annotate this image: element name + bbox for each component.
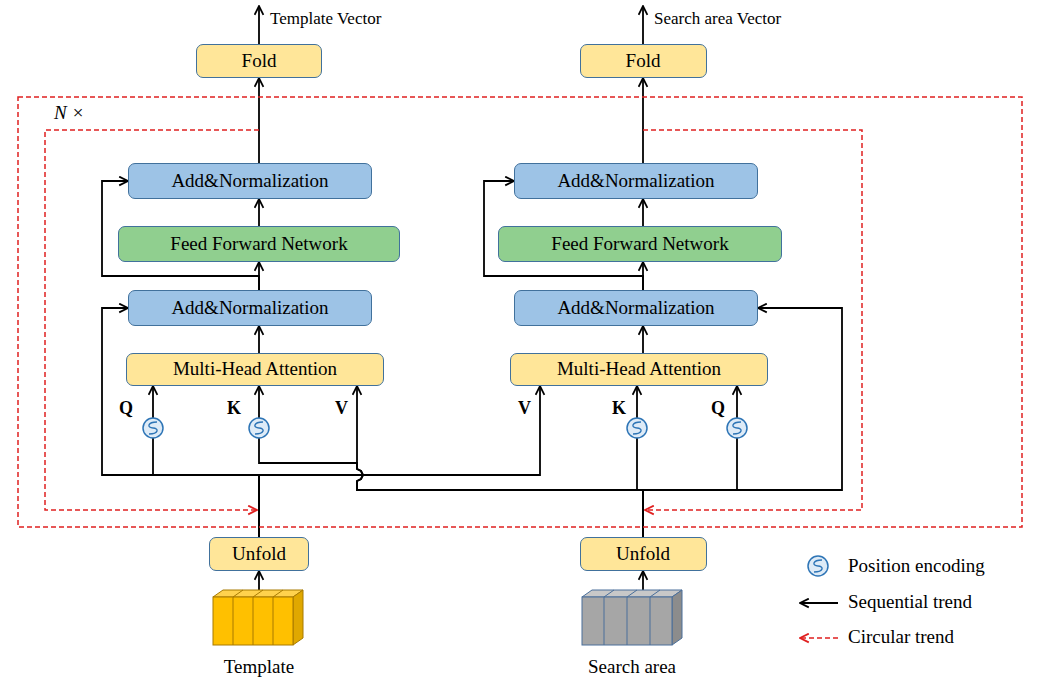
- position-encoding-symbol: [249, 418, 269, 438]
- unfold-box: Unfold: [209, 537, 309, 571]
- connector-branch: [258, 571, 260, 590]
- legend-sequential-sample: [800, 602, 838, 604]
- output-arrow: [642, 6, 644, 44]
- search-area-feature-map: [582, 590, 682, 645]
- node-text: Fold: [242, 51, 277, 72]
- add-norm-box: Add&Normalization: [514, 163, 758, 199]
- connector-branch: [643, 386, 737, 537]
- connector-branch: [258, 326, 260, 353]
- legend-circular-sample: [800, 637, 838, 639]
- connector-branch: [642, 199, 644, 226]
- legend-position-encoding-sample: [808, 556, 828, 576]
- input-letter: K: [612, 398, 626, 419]
- legend-text: Position encoding: [848, 555, 985, 577]
- fold-box: Fold: [580, 44, 707, 78]
- attention-box: Multi-Head Attention: [126, 353, 384, 386]
- connector: [643, 326, 644, 353]
- input-letter: Q: [119, 398, 133, 419]
- connector: [259, 78, 260, 163]
- connector-branch: [258, 199, 260, 226]
- connector: [102, 308, 259, 537]
- connector: [259, 199, 260, 226]
- connector: [643, 571, 644, 590]
- connector: [259, 386, 643, 537]
- connector: [259, 326, 260, 353]
- unfold-box: Unfold: [580, 537, 707, 571]
- connector: [259, 386, 540, 537]
- node-text: Feed Forward Network: [551, 234, 728, 255]
- connector: [153, 386, 259, 537]
- connector: [637, 386, 737, 537]
- add-norm-box: Add&Normalization: [128, 163, 372, 199]
- connector: [259, 571, 260, 590]
- node-text: Search area: [588, 657, 676, 678]
- legend-text: Sequential trend: [848, 591, 972, 613]
- connector: [643, 78, 644, 163]
- node-text: Feed Forward Network: [170, 234, 347, 255]
- input-letter: V: [335, 398, 348, 419]
- add-norm-box: Add&Normalization: [128, 290, 372, 326]
- position-encoding-symbol: [143, 418, 163, 438]
- node-text: Fold: [626, 51, 661, 72]
- add-norm-box: Add&Normalization: [514, 290, 758, 326]
- connector-branch: [259, 386, 540, 537]
- node-text: Template: [224, 657, 294, 678]
- input-letter: V: [518, 398, 531, 419]
- input-letter: K: [227, 398, 241, 419]
- node-text: Add&Normalization: [557, 171, 714, 192]
- repeat-count: N ×: [54, 102, 84, 124]
- connector-branch: [643, 308, 842, 537]
- output-arrow: [258, 6, 260, 44]
- node-text: Add&Normalization: [557, 298, 714, 319]
- output-label: Template Vector: [270, 9, 381, 29]
- connector-branch: [259, 386, 643, 537]
- connector-branch: [357, 386, 643, 537]
- connector-branch: [642, 571, 644, 590]
- node-text: Unfold: [616, 544, 670, 565]
- node-text: Add&Normalization: [171, 298, 328, 319]
- template-input: Template: [199, 590, 319, 680]
- connector-branch: [153, 386, 259, 537]
- repeat-frame: [18, 97, 1022, 527]
- position-encoding-symbol: [727, 418, 747, 438]
- feed-forward-box: Feed Forward Network: [498, 226, 782, 262]
- node-text: Multi-Head Attention: [557, 359, 721, 380]
- connector-branch: [642, 78, 644, 163]
- connector-branch: [642, 326, 644, 353]
- input-letter: Q: [711, 398, 725, 419]
- node-text: Unfold: [232, 544, 286, 565]
- fold-box: Fold: [196, 44, 322, 78]
- position-encoding-symbol: [627, 418, 647, 438]
- node-text: Multi-Head Attention: [173, 359, 337, 380]
- search-area-input: Search area: [567, 590, 697, 680]
- connector-branch: [102, 308, 259, 537]
- connector-branch: [258, 78, 260, 163]
- attention-box: Multi-Head Attention: [510, 353, 768, 386]
- output-label: Search area Vector: [654, 9, 781, 29]
- legend-text: Circular trend: [848, 626, 954, 648]
- feed-forward-box: Feed Forward Network: [118, 226, 400, 262]
- template-feature-map: [213, 590, 303, 645]
- node-text: Add&Normalization: [171, 171, 328, 192]
- connector: [643, 199, 644, 226]
- connector: [643, 308, 842, 537]
